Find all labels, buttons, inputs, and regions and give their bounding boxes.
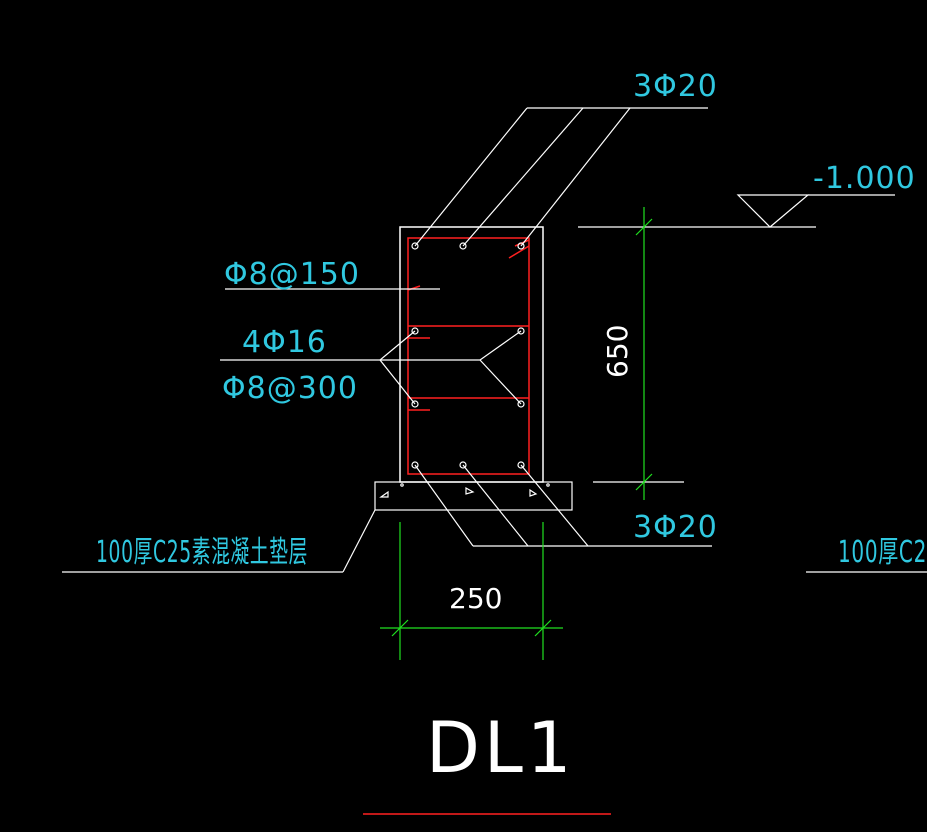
rebar-side-3 bbox=[411, 400, 419, 408]
bottom-rebar-label: 3Φ20 bbox=[633, 510, 718, 545]
rebar-bot-2 bbox=[459, 461, 467, 469]
stirrup-label: Φ8@150 bbox=[224, 257, 360, 292]
drawing-title: DL1 bbox=[426, 707, 575, 789]
rebar-bot-1 bbox=[411, 461, 419, 469]
cushion-label: 100厚C25素混凝土垫层 bbox=[96, 535, 308, 570]
dimension-lines bbox=[380, 207, 653, 660]
stirrups bbox=[407, 237, 530, 475]
rebar-top-2 bbox=[459, 242, 467, 250]
rebar-top-3 bbox=[517, 242, 525, 250]
leader-lines bbox=[62, 107, 927, 573]
height-dim-label: 650 bbox=[601, 325, 634, 378]
beam-outline bbox=[399, 226, 544, 483]
rebar-side-4 bbox=[517, 400, 525, 408]
rebar-side-2 bbox=[517, 327, 525, 335]
side-rebar-label: 4Φ16 bbox=[242, 325, 327, 360]
elevation-label: -1.000 bbox=[813, 161, 916, 196]
cushion-label-right: 100厚C2 bbox=[838, 535, 927, 570]
width-dim-label: 250 bbox=[449, 582, 502, 615]
top-rebar-label: 3Φ20 bbox=[633, 69, 718, 104]
tie-bar-label: Φ8@300 bbox=[222, 371, 358, 406]
rebar-side-1 bbox=[411, 327, 419, 335]
rebar-top-1 bbox=[411, 242, 419, 250]
cushion-layer bbox=[374, 481, 573, 511]
rebar-bot-3 bbox=[517, 461, 525, 469]
rebar-bars bbox=[411, 242, 525, 469]
